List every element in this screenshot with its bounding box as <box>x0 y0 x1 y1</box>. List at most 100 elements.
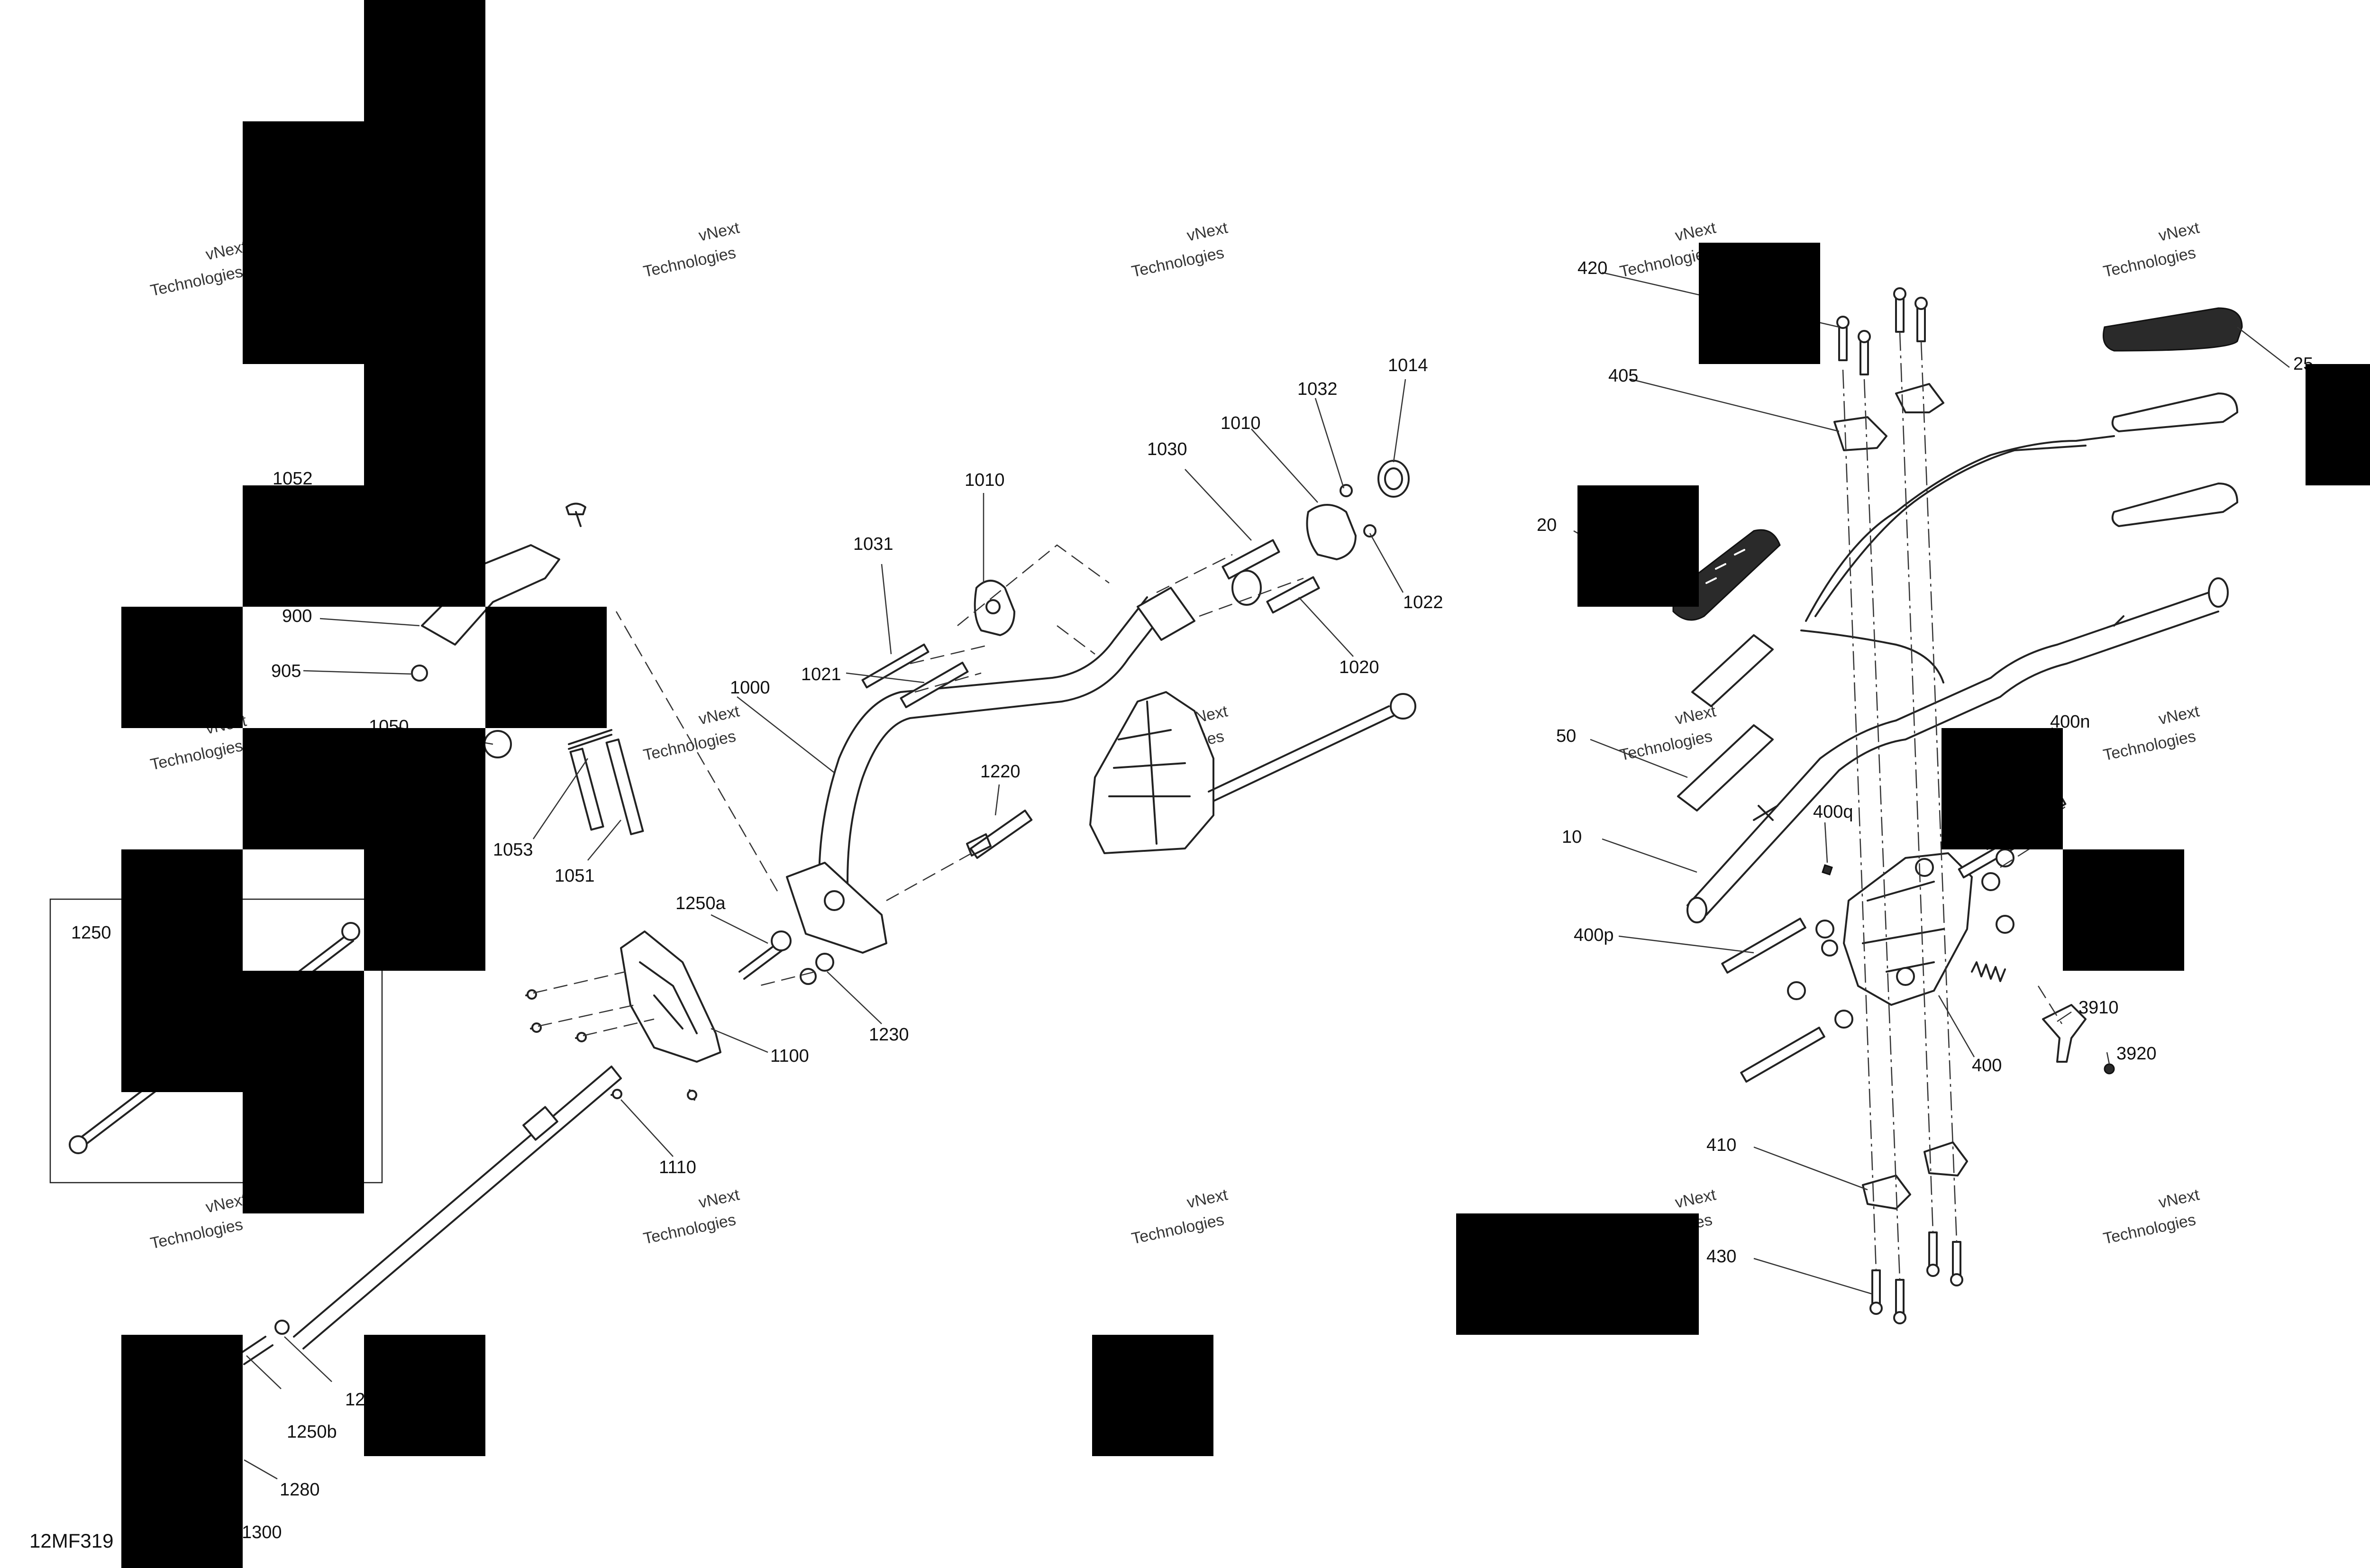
callout-1051: 1051 <box>555 866 595 886</box>
watermark-line-2: Technologies <box>149 1215 245 1252</box>
callout-1300: 1300 <box>242 1522 282 1542</box>
callout-420: 420 <box>1577 258 1607 278</box>
redaction-block <box>364 849 485 971</box>
tube-part-1030 <box>1137 587 1195 641</box>
redaction-block <box>2306 364 2370 485</box>
watermark-line-2: Technologies <box>642 244 738 281</box>
assembly-line-right <box>1842 331 1958 1280</box>
redaction-block <box>121 849 243 971</box>
watermark-line-2: Technologies <box>1130 244 1226 281</box>
callout-3920: 3920 <box>2116 1044 2157 1064</box>
bushing-part-1050 <box>483 730 512 758</box>
tie-rod-right <box>1208 705 1395 802</box>
redaction-block <box>243 1092 364 1213</box>
clamp-part-405b <box>1895 383 1944 413</box>
bolt-part-400p-b <box>1740 1026 1825 1083</box>
watermark-line-1: vNext <box>697 219 741 245</box>
heater-wire-harness <box>1800 435 2115 684</box>
bolt-part-400p <box>1721 917 1806 974</box>
redaction-block <box>364 364 485 485</box>
callout-1000: 1000 <box>730 678 770 698</box>
callout-1250: 1250 <box>71 923 111 943</box>
redaction-block <box>1456 1213 1699 1335</box>
watermark-line-1: vNext <box>1185 1185 1229 1212</box>
clamp-part-405 <box>1833 416 1887 451</box>
grip-part-20 <box>1672 529 1781 621</box>
washer-part-1230b <box>800 968 817 985</box>
leader-lines <box>218 272 2290 1527</box>
bolt-part-1031 <box>861 643 930 689</box>
rod-end-part-1250a <box>738 942 783 980</box>
redaction-block <box>243 728 485 849</box>
shaft-collar <box>522 1106 558 1141</box>
redaction-block <box>485 607 607 728</box>
tie-rod-end <box>1390 693 1416 720</box>
callout-1100: 1100 <box>770 1046 809 1066</box>
callout-1053: 1053 <box>493 840 533 860</box>
redaction-block <box>364 1335 485 1456</box>
redaction-block <box>243 485 485 607</box>
screw-part-1051 <box>569 748 604 831</box>
riser-hole-2 <box>1896 967 1915 986</box>
watermark-line-2: Technologies <box>2102 727 2197 764</box>
clip-part-1053 <box>568 729 612 750</box>
cover-detail <box>639 961 698 1034</box>
redaction-block <box>1942 728 2063 849</box>
watermark-line-2: Technologies <box>642 727 738 764</box>
watermark-line-2: Technologies <box>1130 1211 1226 1248</box>
nut-part-1250b <box>274 1320 290 1335</box>
callout-400q: 400q <box>1813 802 1853 822</box>
riser-part-400 <box>1843 852 1973 1006</box>
callout-1280: 1280 <box>280 1480 320 1500</box>
riser-hole-1 <box>1915 858 1934 877</box>
sleeve-part-1020 <box>1266 576 1320 614</box>
callout-400p: 400p <box>1574 925 1614 945</box>
handlebar-marks <box>1753 615 2124 821</box>
watermark-line-2: Technologies <box>642 1211 738 1248</box>
watermark-line-1: vNext <box>2157 1185 2201 1212</box>
callout-12: 12 <box>345 1390 365 1410</box>
callout-3910: 3910 <box>2078 998 2119 1018</box>
bolts-part-420 <box>1836 287 1928 375</box>
nut-part-1032 <box>1340 484 1353 497</box>
screw-part-3920 <box>2104 1063 2115 1075</box>
cover-part-1100 <box>620 930 721 1063</box>
washer-part-1230 <box>815 953 834 972</box>
heater-element-part-50 <box>1677 724 1774 811</box>
washer-part-905 <box>411 665 428 682</box>
redaction-block <box>2063 849 2184 971</box>
watermark-line-2: Technologies <box>1618 727 1714 764</box>
redaction-block <box>243 121 485 364</box>
steering-arm-assembly <box>615 460 1416 987</box>
arm-base-hole <box>824 890 845 911</box>
heater-element-part-50b <box>1691 634 1774 707</box>
rod-end-bottom <box>69 1135 88 1154</box>
clamp-part-410b <box>1923 1141 1968 1176</box>
callout-1230: 1230 <box>869 1025 909 1045</box>
grip-holes-20 <box>1705 549 1745 584</box>
callout-1110: 1110 <box>659 1158 696 1177</box>
callout-1010-right: 1010 <box>1221 413 1261 433</box>
lever-part-3910 <box>2042 1004 2087 1063</box>
assembly-line-cover <box>533 971 655 1037</box>
redaction-block <box>364 0 485 121</box>
clamp-hole <box>985 599 1001 614</box>
watermark-line-2: Technologies <box>149 737 245 774</box>
figure-id: 12MF319 <box>29 1530 113 1552</box>
rod-end-top <box>341 922 360 941</box>
watermark-line-1: vNext <box>204 237 248 264</box>
callout-1021: 1021 <box>801 665 841 684</box>
watermark-line-1: vNext <box>204 1190 248 1216</box>
watermark-line-1: vNext <box>1673 219 1717 245</box>
bolts-part-430 <box>1869 1231 1963 1324</box>
assembly-line-center <box>615 544 1304 987</box>
watermark-line-1: vNext <box>2157 219 2201 245</box>
callout-1220: 1220 <box>980 762 1021 782</box>
callout-1030: 1030 <box>1147 439 1187 459</box>
clamp-part-410 <box>1862 1175 1911 1210</box>
callout-1022: 1022 <box>1403 593 1443 612</box>
redaction-block <box>1699 243 1820 364</box>
watermark-line-1: vNext <box>697 702 741 728</box>
callout-1014: 1014 <box>1388 356 1428 375</box>
